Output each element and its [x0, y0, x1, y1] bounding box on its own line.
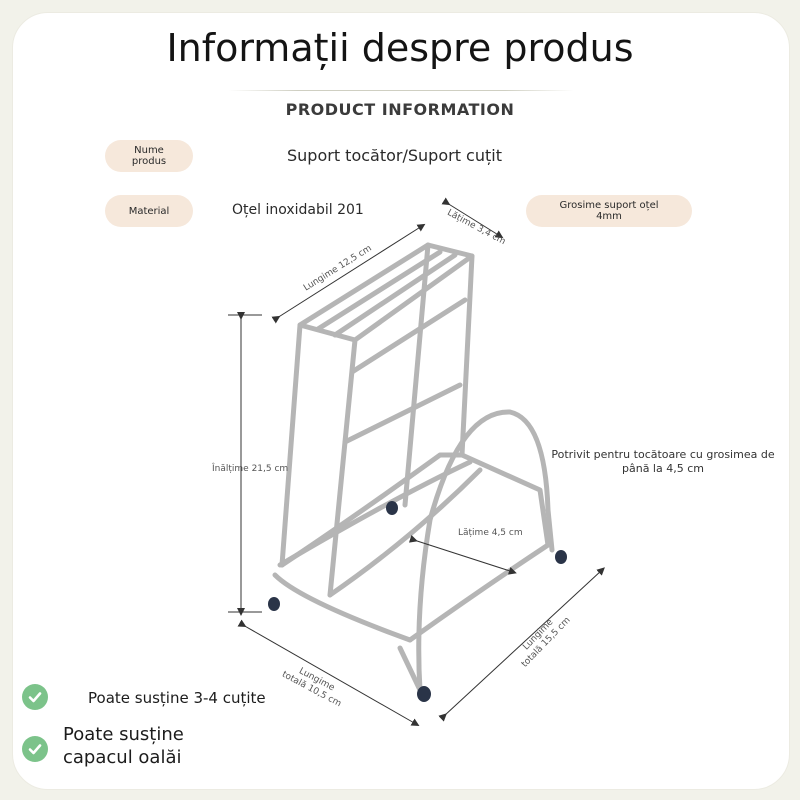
board-thickness-note-line1: Potrivit pentru tocătoare cu grosimea de [551, 448, 775, 461]
rack-feet [268, 501, 567, 702]
material-label: Material [105, 195, 193, 227]
dim-height: Înălțime 21,5 cm [212, 464, 289, 474]
rack-foot [417, 686, 431, 702]
rack-foot [268, 597, 280, 611]
product-name-label-line2: produs [131, 156, 167, 167]
thickness-label-line1: Grosime suport oțel [559, 200, 659, 211]
board-thickness-note: Potrivit pentru tocătoare cu grosimea de… [548, 448, 778, 476]
check-icon [22, 684, 48, 710]
material-value: Oțel inoxidabil 201 [232, 202, 364, 218]
check-icon [22, 736, 48, 762]
thickness-label-line2: 4mm [596, 211, 622, 222]
product-name-value: Suport tocător/Suport cuțit [287, 146, 502, 165]
rack-frame [272, 242, 555, 693]
feature-pot-lid: Poate susține capacul oalăi [63, 723, 184, 769]
dim-width-top-line [441, 197, 504, 239]
dim-inner-width-line [408, 534, 517, 575]
dim-inner-width: Lățime 4,5 cm [458, 528, 523, 538]
rack-foot [555, 550, 567, 564]
product-name-label: Nume produs [105, 140, 193, 172]
page-title: Informații despre produs [166, 26, 634, 70]
feature-pot-lid-line2: capacul oalăi [63, 747, 182, 768]
page-subtitle: PRODUCT INFORMATION [285, 100, 515, 119]
dim-length-top-line [271, 223, 426, 324]
feature-knives: Poate susține 3-4 cuțite [88, 689, 266, 707]
dim-total-right-line [438, 567, 605, 722]
feature-pot-lid-line1: Poate susține [63, 724, 184, 745]
dim-total-left-line [237, 619, 420, 726]
dimension-lines [228, 197, 605, 726]
thickness-label: Grosime suport oțel 4mm [526, 195, 692, 227]
title-divider [228, 90, 574, 91]
product-name-label-line1: Nume [134, 145, 164, 156]
rack-foot [386, 501, 398, 515]
board-thickness-note-line2: până la 4,5 cm [622, 462, 704, 475]
